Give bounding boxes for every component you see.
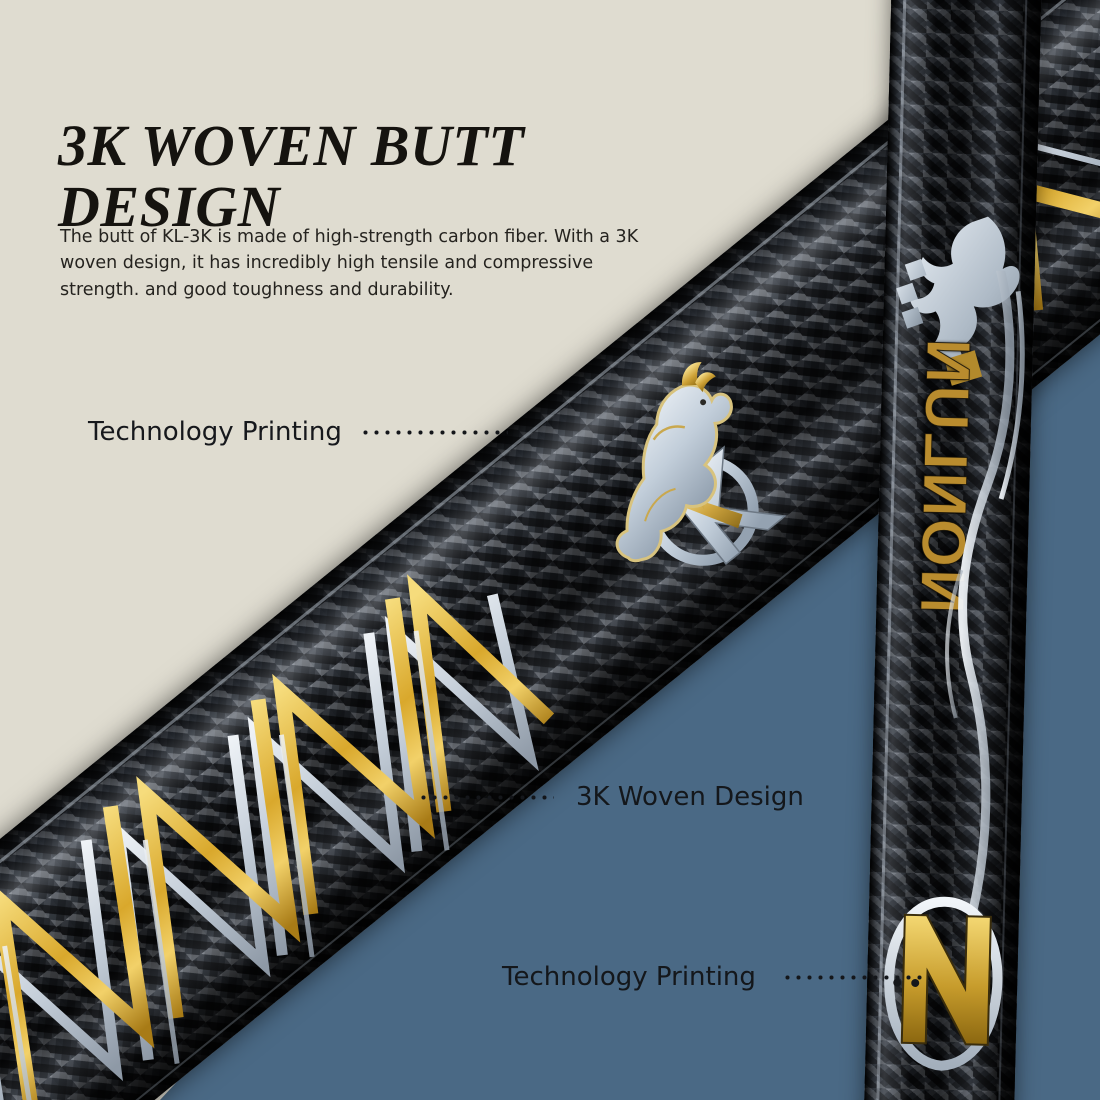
callout-label: Technology Printing — [502, 962, 756, 992]
dotted-leader-line — [418, 794, 554, 800]
body-description: The butt of KL-3K is made of high-streng… — [60, 226, 639, 300]
dotted-leader-line — [359, 429, 508, 435]
callout-label: 3K Woven Design — [576, 782, 804, 812]
brand-wordmark: NONLUN — [906, 335, 983, 615]
dotted-leader-line — [781, 974, 922, 980]
callout-label: Technology Printing — [88, 417, 342, 447]
callout-technology-printing-bottom: Technology Printing — [502, 962, 922, 992]
page-title: 3K WOVEN BUTT DESIGN — [58, 112, 525, 240]
callout-3k-woven-design: 3K Woven Design — [418, 782, 804, 812]
callout-technology-printing-top: Technology Printing — [88, 417, 508, 447]
cue-shaft-vertical: NONLUN — [863, 0, 1042, 1100]
